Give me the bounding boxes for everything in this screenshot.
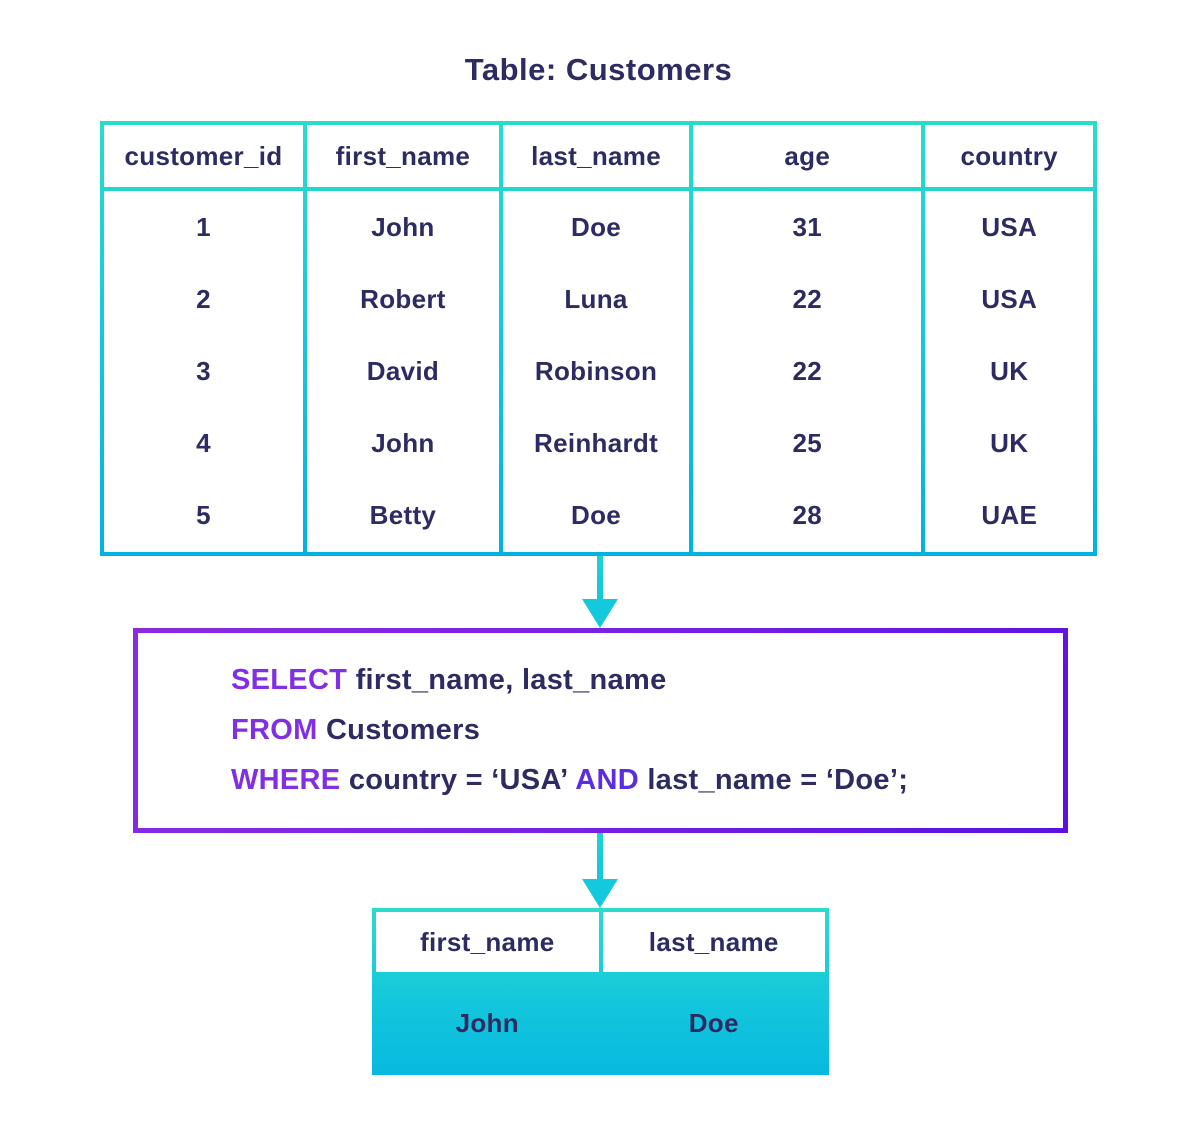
result-header-first-name: first_name <box>376 912 599 972</box>
arrow-down-icon <box>582 556 618 628</box>
table-cell: UK <box>990 356 1029 386</box>
sql-line-from: FROM Customers <box>231 714 1063 747</box>
column-header-country: country <box>925 125 1093 187</box>
result-table: first_name last_name John Doe <box>372 908 829 1075</box>
sql-line-select: SELECT first_name, last_name <box>231 664 1063 697</box>
sql-keyword-select: SELECT <box>231 664 348 696</box>
result-cell-last-name: Doe <box>688 1008 739 1038</box>
column-header-age: age <box>693 125 922 187</box>
sql-keyword-where: WHERE <box>231 764 341 796</box>
table-column-age: 31 22 22 25 28 <box>693 191 922 552</box>
sql-code-text: Customers <box>325 714 481 746</box>
table-cell: USA <box>981 211 1038 242</box>
table-cell: Robert <box>360 283 446 314</box>
sql-code-text: country = ‘USA’ <box>348 764 567 796</box>
table-cell: USA <box>981 283 1038 314</box>
column-header-last-name: last_name <box>502 125 690 187</box>
table-cell: 3 <box>196 356 211 386</box>
table-cell: 25 <box>792 428 823 459</box>
table-cell: Luna <box>564 283 628 314</box>
sql-line-where: WHERE country = ‘USA’ AND last_name = ‘D… <box>231 764 1063 797</box>
table-cell: 28 <box>792 500 823 531</box>
table-cell: John <box>371 428 435 459</box>
sql-query-box: SELECT first_name, last_name FROM Custom… <box>133 628 1068 833</box>
table-cell: 2 <box>196 283 211 314</box>
column-header-first-name: first_name <box>306 125 499 187</box>
diagram-title: Table: Customers <box>464 52 733 87</box>
table-cell: 4 <box>196 428 211 459</box>
result-header-last-name: last_name <box>602 912 825 972</box>
table-cell: David <box>366 356 440 386</box>
table-column-customer-id: 1 2 3 4 5 <box>104 191 303 552</box>
table-cell: 1 <box>196 211 211 242</box>
table-cell: UAE <box>981 500 1038 531</box>
table-column-last-name: Doe Luna Robinson Reinhardt Doe <box>502 191 690 552</box>
sql-code-text: first_name, last_name <box>355 664 667 696</box>
arrow-stem <box>597 556 603 602</box>
table-cell: 31 <box>792 211 823 242</box>
arrow-stem <box>597 833 603 882</box>
table-cell: Reinhardt <box>534 428 659 459</box>
arrow-down-icon <box>582 833 618 908</box>
table-cell: John <box>371 211 435 242</box>
table-cell: Betty <box>369 500 437 531</box>
table-cell: Doe <box>571 500 622 531</box>
column-header-customer-id: customer_id <box>104 125 303 187</box>
table-cell: 22 <box>792 283 823 314</box>
arrow-head <box>582 879 618 908</box>
table-cell: Robinson <box>534 356 658 386</box>
table-column-country: USA USA UK UK UAE <box>925 191 1093 552</box>
table-cell: 5 <box>196 500 211 531</box>
customers-table: customer_id first_name last_name age cou… <box>100 121 1097 556</box>
sql-keyword-from: FROM <box>231 714 318 746</box>
table-column-first-name: John Robert David John Betty <box>306 191 499 552</box>
table-cell: UK <box>990 428 1029 459</box>
result-cell-first-name: John <box>455 1008 519 1038</box>
arrow-head <box>582 599 618 628</box>
table-cell: Doe <box>571 211 622 242</box>
sql-code-text: last_name = ‘Doe’; <box>647 764 909 796</box>
sql-keyword-and: AND <box>575 764 639 796</box>
table-cell: 22 <box>792 356 823 386</box>
